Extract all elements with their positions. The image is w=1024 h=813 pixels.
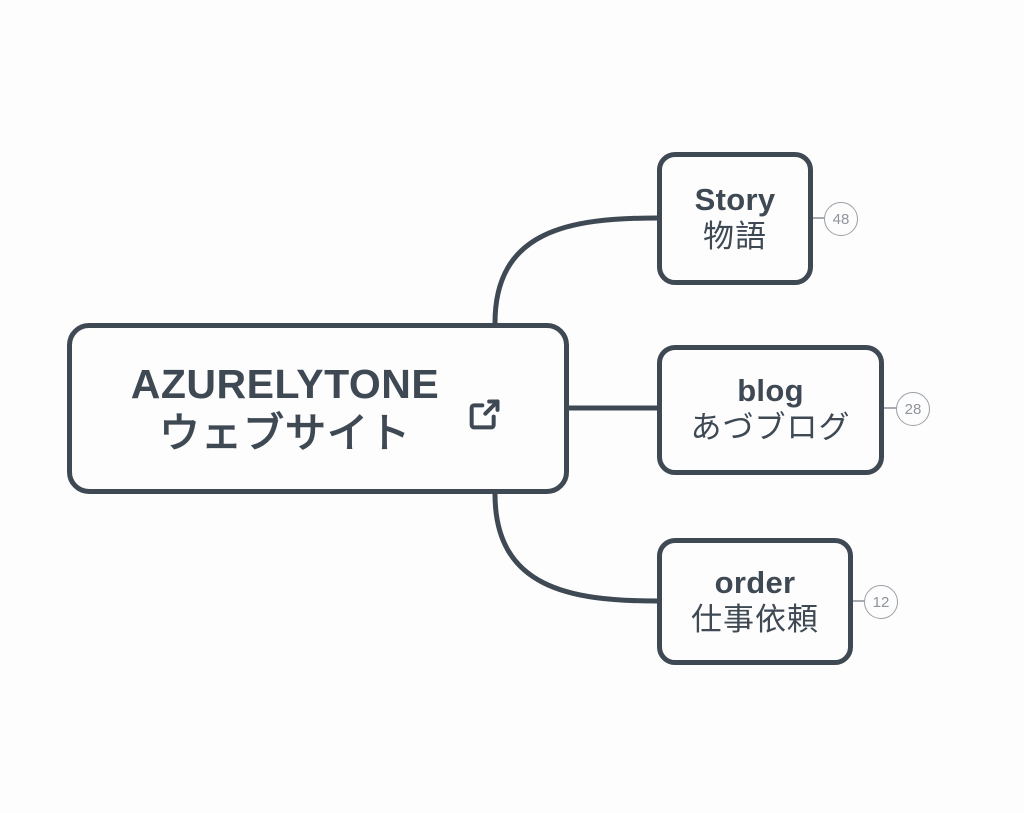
node-story[interactable]: Story 物語 (657, 152, 813, 285)
connector-root-to-story (492, 215, 660, 326)
node-order[interactable]: order 仕事依頼 (657, 538, 853, 665)
root-node-text: AZURELYTONE ウェブサイト (131, 360, 440, 457)
node-blog-title: blog (737, 373, 804, 409)
node-blog[interactable]: blog あづブログ (657, 345, 884, 475)
root-node-title: AZURELYTONE (130, 361, 440, 408)
badge-order-count[interactable]: 12 (864, 585, 898, 619)
node-story-subtitle: 物語 (703, 218, 767, 254)
connector-root-to-order (492, 491, 660, 604)
root-node-azurelytone[interactable]: AZURELYTONE ウェブサイト (67, 323, 569, 494)
node-order-subtitle: 仕事依頼 (691, 601, 819, 637)
node-story-title: Story (694, 181, 776, 217)
external-link-icon[interactable] (465, 394, 505, 434)
node-blog-subtitle: あづブログ (690, 410, 851, 446)
node-order-title: order (714, 564, 796, 600)
badge-story-count[interactable]: 48 (824, 202, 858, 236)
root-node-subtitle: ウェブサイト (159, 409, 411, 456)
badge-blog-count[interactable]: 28 (896, 392, 930, 426)
